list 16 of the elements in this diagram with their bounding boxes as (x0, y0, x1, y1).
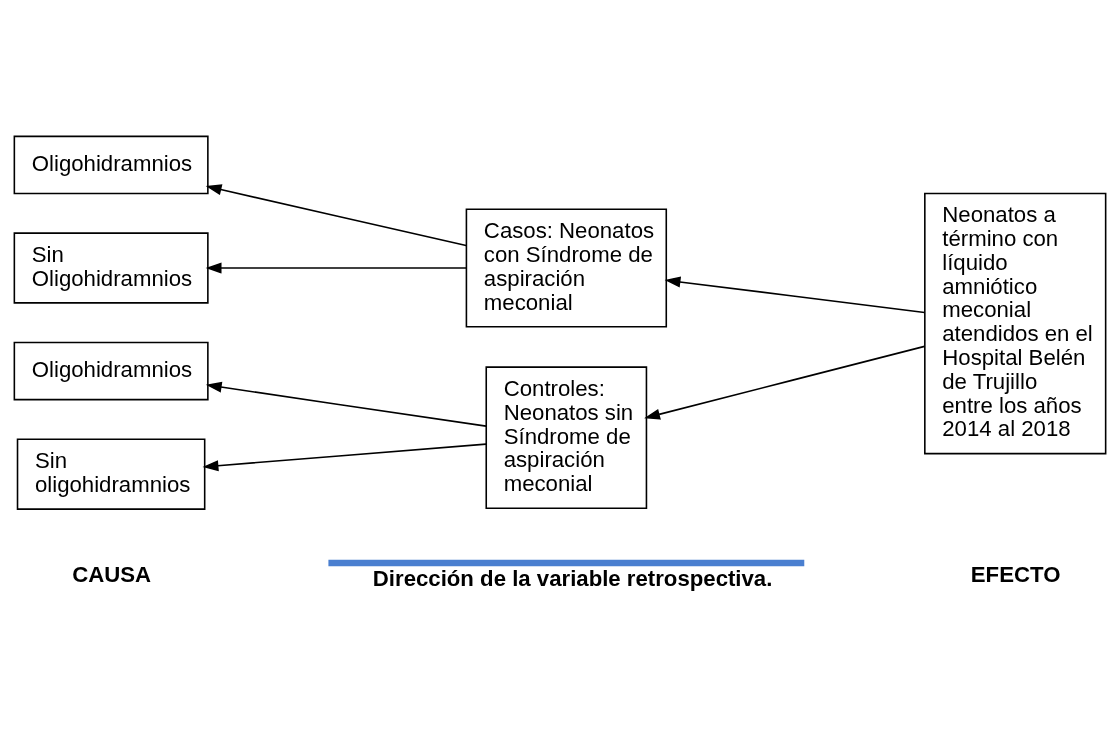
node-box: Casos: Neonatos con Síndrome de aspiración meconial (465, 208, 668, 328)
node-box: Sin Oligohidramnios (13, 232, 209, 304)
arrow (202, 443, 487, 472)
node-box: Controles: Neonatos sin Síndrome de aspiración meconial (485, 366, 648, 510)
label: EFECTO (970, 561, 1061, 587)
arrow (664, 276, 926, 314)
node-box: Oligohidramnios (13, 341, 209, 401)
label: CAUSA (72, 561, 152, 587)
arrow (644, 345, 926, 420)
node-box: Neonatos a término con líquido amniótico meconial atendidos en el Hospital Belén de Trujillo entre los años 2014 al 2018 (924, 192, 1107, 455)
node-box: Sin oligohidramnios (16, 438, 206, 510)
arrow (205, 381, 487, 427)
label: Dirección de la variable retrospectiva. (372, 565, 773, 591)
node-box: Oligohidramnios (13, 135, 209, 195)
arrow (205, 262, 467, 274)
arrow (205, 184, 467, 247)
